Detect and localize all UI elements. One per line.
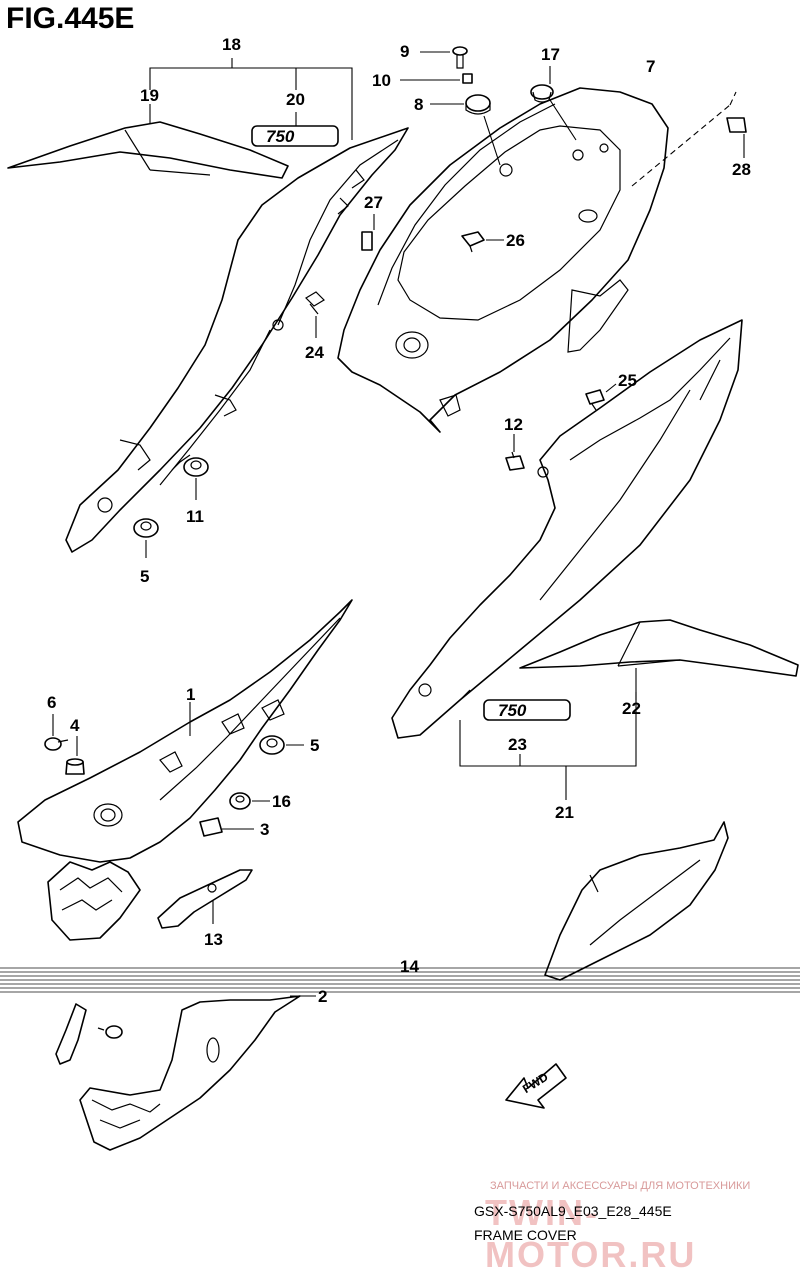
callout-13: 13	[204, 930, 223, 949]
callout-21: 21	[555, 803, 574, 822]
callout-27: 27	[364, 193, 383, 212]
grommet-17	[530, 84, 554, 103]
callout-5-upper: 5	[140, 567, 149, 586]
fwd-arrow-icon: FWD	[505, 1063, 567, 1109]
callout-19: 19	[140, 86, 159, 105]
bolt-6	[44, 737, 69, 751]
badge-750-lower-text: 750	[498, 701, 527, 720]
callout-3: 3	[260, 820, 269, 839]
callout-28: 28	[732, 160, 751, 179]
screw-9	[452, 46, 468, 69]
grommet-16	[229, 792, 251, 810]
grommet-5-lower	[259, 735, 285, 755]
collar-10	[462, 73, 473, 84]
pad-27	[361, 231, 373, 251]
watermark-tagline: ЗАПЧАСТИ И АКСЕССУАРЫ ДЛЯ МОТОТЕХНИКИ	[490, 1180, 751, 1192]
callout-12: 12	[504, 415, 523, 434]
callout-2: 2	[318, 987, 327, 1006]
watermark-logo: TWIN-MOTOR.RU	[485, 1192, 697, 1275]
callout-20: 20	[286, 90, 305, 109]
callout-26: 26	[506, 231, 525, 250]
scan-band	[0, 967, 800, 993]
cushion-8	[465, 94, 491, 115]
left-tail-cover	[65, 127, 409, 553]
callout-9: 9	[400, 42, 409, 61]
screw-25	[585, 389, 605, 411]
callout-6: 6	[47, 693, 56, 712]
badge-750-upper-text: 750	[266, 127, 295, 146]
callout-24: 24	[305, 343, 324, 362]
bolt-lower	[97, 1025, 123, 1039]
grommet-11	[183, 457, 209, 477]
diagram-code: GSX-S750AL9_E03_E28_445E	[474, 1203, 672, 1219]
badge-750-lower: 750	[483, 699, 571, 721]
callout-5-lower: 5	[310, 736, 319, 755]
callout-1: 1	[186, 685, 195, 704]
decal-stripe-left	[7, 121, 289, 179]
frame-cover-lower	[55, 995, 301, 1151]
callout-14: 14	[400, 957, 419, 976]
callout-17: 17	[541, 45, 560, 64]
tail-cowl	[337, 87, 669, 433]
callout-16: 16	[272, 792, 291, 811]
frame-cover-left	[17, 599, 353, 941]
callout-18: 18	[222, 35, 241, 54]
callout-11: 11	[186, 507, 204, 526]
figure-title: FIG.445E	[6, 2, 135, 35]
callout-10: 10	[372, 71, 391, 90]
right-tail-cover	[391, 319, 743, 739]
cover-14	[544, 821, 729, 981]
decal-stripe-right	[519, 619, 799, 677]
callout-25: 25	[618, 371, 637, 390]
callout-23: 23	[508, 735, 527, 754]
callout-22: 22	[622, 699, 641, 718]
badge-750-upper: 750	[251, 125, 339, 147]
collar-4	[65, 758, 85, 775]
pad-28	[726, 117, 747, 133]
bracket-13	[157, 869, 253, 929]
callout-4: 4	[70, 716, 80, 735]
callout-7: 7	[646, 57, 655, 76]
pad-3	[199, 817, 223, 837]
clip-26	[461, 231, 485, 253]
diagram-caption: FRAME COVER	[474, 1227, 577, 1243]
grommet-5-upper	[133, 518, 159, 538]
callout-8: 8	[414, 95, 423, 114]
screw-12	[505, 451, 525, 471]
clip-24	[305, 291, 325, 315]
